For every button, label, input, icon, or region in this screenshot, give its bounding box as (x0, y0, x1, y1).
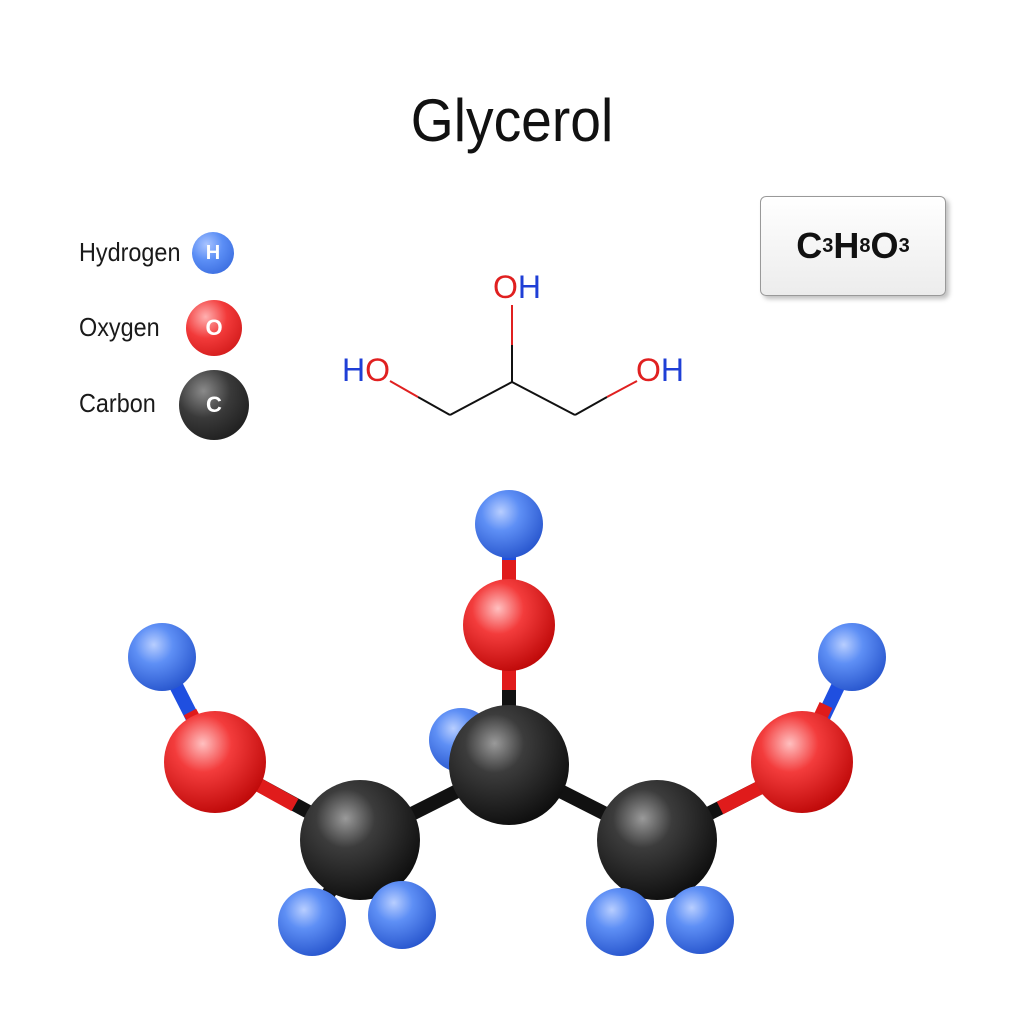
carbon-atom-c1 (300, 780, 420, 900)
bond-c2-c3 (511, 381, 576, 416)
oxygen-symbol: O (205, 315, 223, 340)
hydrogen-atom-c1-b (368, 881, 436, 949)
bond-c2-c1 (449, 381, 513, 416)
formula-h: H (833, 225, 860, 266)
oxygen-atom-top (463, 579, 555, 671)
skeletal-structure: OH HO OH (342, 269, 684, 416)
legend-label-oxygen: Oxygen (79, 312, 160, 342)
ball-and-stick-model (128, 490, 886, 956)
carbon-atom-c2 (449, 705, 569, 825)
hydrogen-symbol: H (205, 241, 221, 264)
carbon-symbol: C (206, 392, 222, 417)
legend-label-hydrogen: Hydrogen (79, 237, 181, 267)
formula-c-count: 3 (822, 234, 834, 257)
bond-c3-o-red (606, 380, 638, 398)
carbon-atom-c3 (597, 780, 717, 900)
label-oh-right: OH (636, 352, 684, 388)
page-title: Glycerol (410, 87, 614, 154)
label-oh-top: OH (493, 269, 541, 305)
bond-c1-o-red (389, 380, 419, 398)
hydrogen-atom-icon: H (192, 232, 234, 274)
oxygen-atom-icon: O (186, 300, 242, 356)
hydrogen-atom-left (128, 623, 196, 691)
oxygen-atom-right (751, 711, 853, 813)
hydrogen-atom-right (818, 623, 886, 691)
formula-o: O (870, 225, 899, 266)
label-ho-left: HO (342, 352, 390, 388)
bond-c1-o (417, 396, 451, 416)
carbon-atom-icon: C (179, 370, 249, 440)
legend-label-carbon: Carbon (79, 388, 156, 418)
formula-c: C (796, 225, 823, 266)
bond-c3-o (574, 396, 608, 416)
oxygen-atom-left (164, 711, 266, 813)
formula-o-count: 3 (898, 234, 910, 257)
hydrogen-atom-c3-a (586, 888, 654, 956)
hydrogen-atom-top (475, 490, 543, 558)
hydrogen-atom-c3-b (666, 886, 734, 954)
bond-o-c-right-red (716, 778, 769, 815)
formula-h-count: 8 (859, 234, 871, 257)
hydrogen-atom-c1-a (278, 888, 346, 956)
